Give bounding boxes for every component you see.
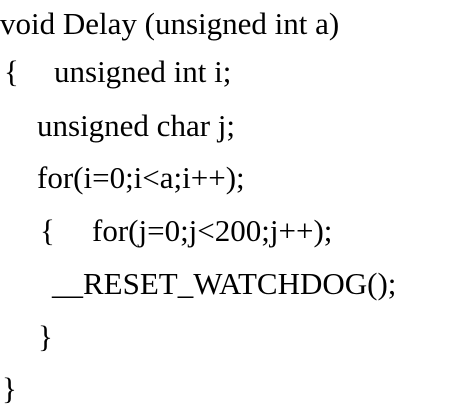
code-line-2: { unsigned int i; <box>0 48 463 94</box>
code-line-6: __RESET_WATCHDOG(); <box>52 260 396 306</box>
code-line-4: for(i=0;i<a;i++); <box>37 154 245 200</box>
code-text: for(i=0;i<a;i++); <box>37 159 245 195</box>
code-text: for(j=0;j<200;j++); <box>92 212 333 248</box>
code-line-3: unsigned char j; <box>37 102 235 148</box>
close-brace: } <box>2 370 17 406</box>
code-line-5: { for(j=0;j<200;j++); <box>0 207 463 253</box>
open-brace: { <box>40 212 55 248</box>
code-text: unsigned char j; <box>37 107 236 143</box>
code-text: unsigned int i; <box>54 53 232 89</box>
code-text: __RESET_WATCHDOG(); <box>52 265 397 301</box>
open-brace: { <box>4 53 19 89</box>
code-line-7: } <box>38 313 53 359</box>
code-line-8: } <box>2 365 17 411</box>
code-text: void Delay (unsigned int a) <box>0 5 340 41</box>
code-line-1: void Delay (unsigned int a) <box>0 0 339 46</box>
close-brace: } <box>38 318 53 354</box>
